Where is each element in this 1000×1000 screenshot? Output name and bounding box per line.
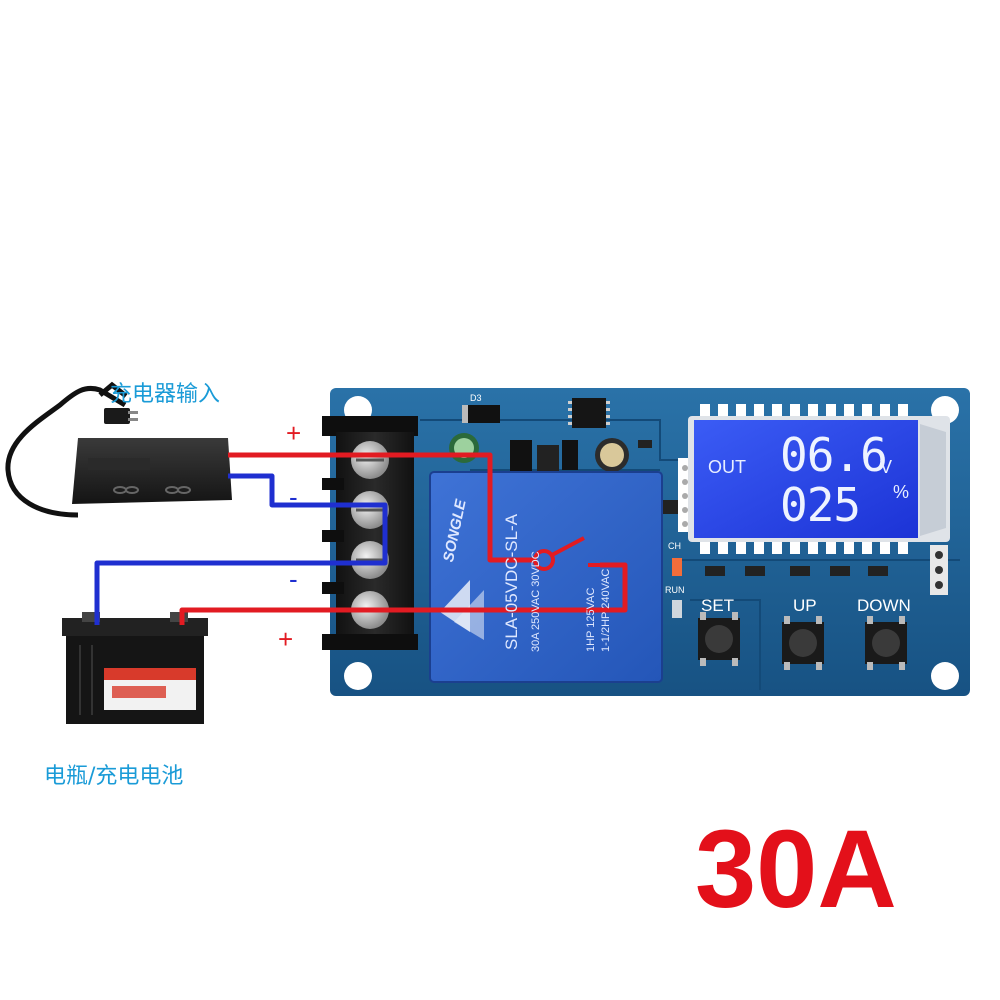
capacitor-left <box>449 433 479 463</box>
up-button-label: UP <box>793 596 817 615</box>
smd-row <box>705 566 888 576</box>
battery-label: 电瓶/充电电池 <box>44 764 184 789</box>
lcd-voltage-unit: V <box>880 457 893 477</box>
charger-plus-sign: + <box>286 418 302 448</box>
capacitor-right <box>595 438 629 472</box>
smd-resistor <box>638 440 652 448</box>
lcd-percent-unit: % <box>893 482 910 502</box>
charger-minus-sign: - <box>289 482 298 512</box>
set-button-body <box>698 612 740 666</box>
set-button-label: SET <box>701 596 735 615</box>
ch-led <box>672 558 682 576</box>
terminal-block <box>322 416 418 650</box>
side-pins <box>930 545 948 595</box>
run-mark: RUN <box>665 585 685 595</box>
lcd-mode: OUT <box>708 457 746 477</box>
lcd-module <box>688 404 950 554</box>
charger-input-label: 充电器输入 <box>110 382 221 407</box>
d3-mark: D3 <box>470 393 482 403</box>
screw-1 <box>351 441 389 479</box>
wiring <box>94 452 628 625</box>
resistor-block <box>537 445 559 471</box>
lcd-voltage: 06.6 <box>780 428 888 482</box>
ch-mark: CH <box>668 541 681 551</box>
relay-rating-1: 30A 250VAC 30VDC <box>530 551 542 652</box>
current-rating: 30A <box>695 808 897 931</box>
screw-2 <box>351 491 389 529</box>
relay-rating-3: 1-1/2HP 240VAC <box>600 568 612 652</box>
smd-component <box>562 440 578 470</box>
transistor <box>510 440 532 476</box>
lcd-percent: 025 <box>780 478 861 532</box>
relay-model-label: SLA-05VDC-SL-A <box>502 513 521 650</box>
run-led <box>672 600 682 618</box>
relay-rating-2: 1HP 125VAC <box>585 587 597 652</box>
smd-resistor-2 <box>660 500 678 514</box>
down-button-label: DOWN <box>857 596 911 615</box>
up-button-body <box>782 616 824 670</box>
power-adapter-icon <box>5 381 232 518</box>
ic-chip <box>568 398 610 428</box>
battery-plus-sign: + <box>278 624 294 654</box>
diode-d3 <box>462 405 500 423</box>
relay-switch-symbol <box>533 536 600 571</box>
battery-minus-sign: - <box>289 564 298 594</box>
battery-icon <box>62 612 208 724</box>
down-button-body <box>865 616 907 670</box>
screw-3 <box>351 541 389 579</box>
